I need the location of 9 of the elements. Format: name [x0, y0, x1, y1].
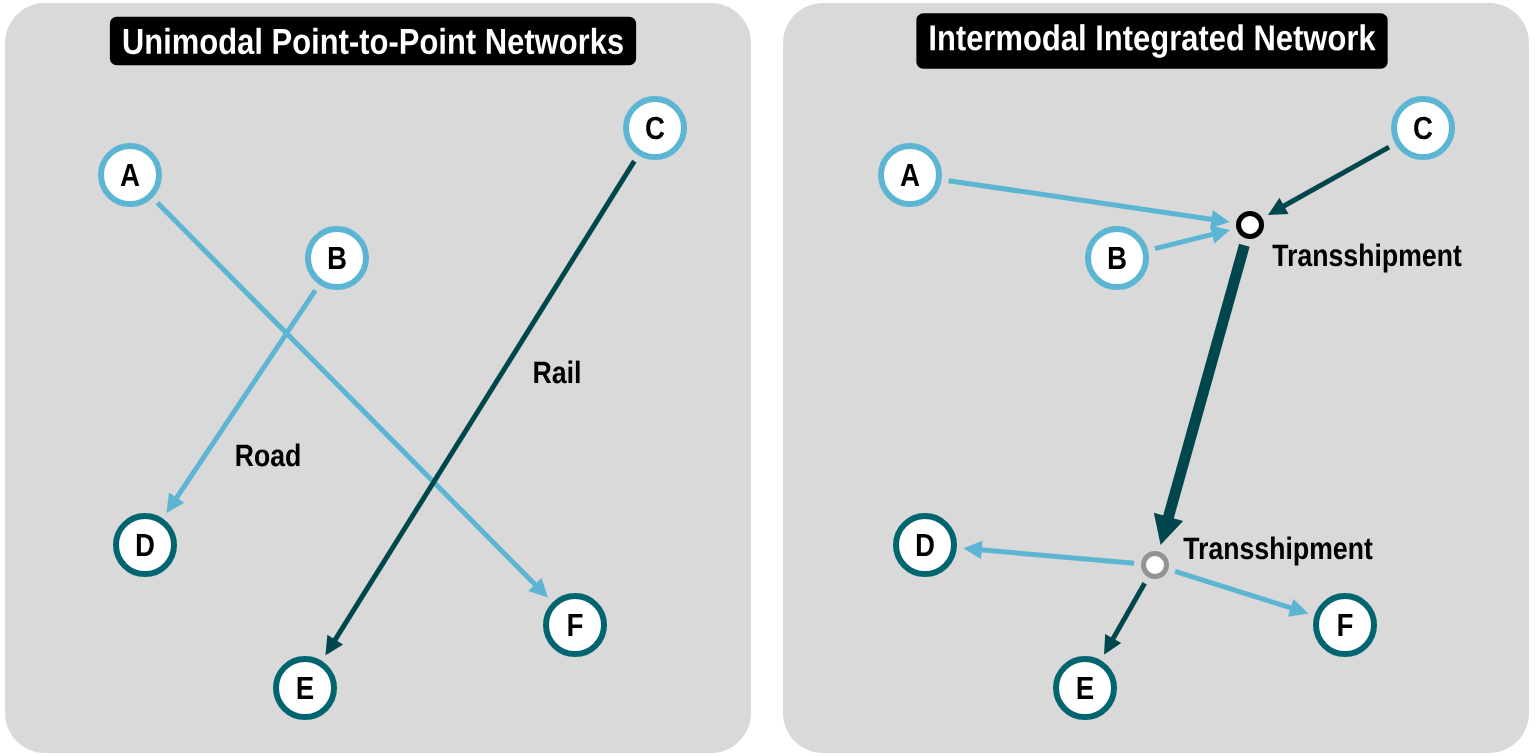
point-label: Transshipment [1183, 536, 1373, 566]
panel [783, 3, 1529, 753]
title-banner: Unimodal Point-to-Point Networks [109, 16, 637, 66]
transshipment-point [1236, 211, 1264, 239]
title-banner: Intermodal Integrated Network [916, 13, 1388, 69]
transshipment-point [1141, 551, 1169, 579]
point-label: Transshipment [1272, 243, 1462, 273]
edge-label: Road [232, 441, 304, 469]
panel [5, 3, 751, 753]
